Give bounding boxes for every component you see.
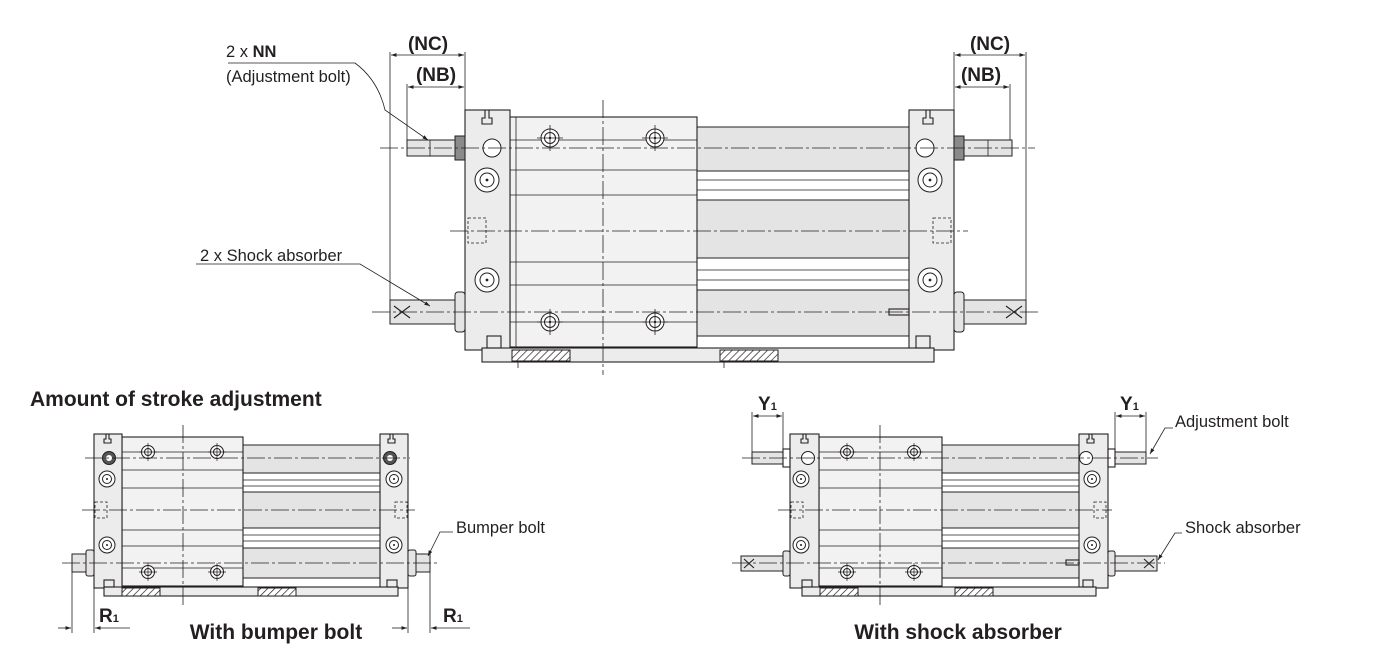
- r1-left-label: R1: [99, 606, 119, 627]
- nc-right-label: (NC): [970, 34, 1010, 55]
- nn-label: 2 x NN: [226, 43, 276, 61]
- shock-absorber-2x-label: 2 x Shock absorber: [200, 247, 343, 265]
- y1-left-label: Y1: [758, 394, 777, 415]
- adjustment-bolt-paren-label: (Adjustment bolt): [226, 68, 351, 86]
- bumper-bolt-view: [58, 425, 470, 633]
- with-shock-absorber-caption: With shock absorber: [854, 621, 1062, 644]
- shock-absorber-label: Shock absorber: [1185, 519, 1301, 537]
- shock-absorber-view: [732, 412, 1182, 605]
- bumper-bolt-label: Bumper bolt: [456, 519, 545, 537]
- adjustment-bolt-label: Adjustment bolt: [1175, 413, 1289, 431]
- nb-left-label: (NB): [416, 65, 456, 86]
- nc-left-label: (NC): [408, 34, 448, 55]
- r1-right-label: R1: [443, 606, 463, 627]
- y1-right-label: Y1: [1120, 394, 1139, 415]
- with-bumper-bolt-caption: With bumper bolt: [190, 621, 362, 644]
- nb-right-label: (NB): [961, 65, 1001, 86]
- section-title: Amount of stroke adjustment: [30, 388, 322, 411]
- main-view: [196, 52, 1040, 375]
